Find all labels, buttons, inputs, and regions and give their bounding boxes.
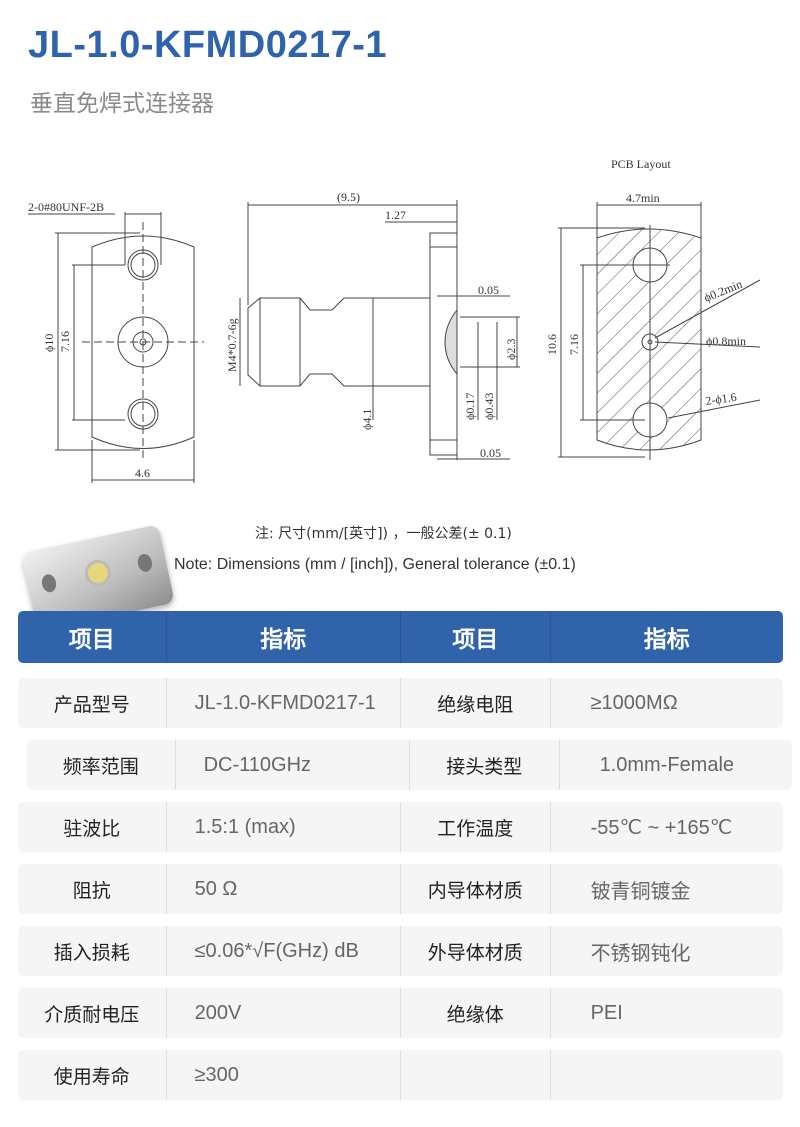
spec-name: 使用寿命 bbox=[18, 1050, 167, 1100]
gap-bottom-label: 0.05 bbox=[480, 446, 501, 460]
front-dia-label: ϕ10 bbox=[42, 334, 56, 352]
spec-value: 铍青铜镀金 bbox=[590, 880, 691, 903]
pcb-layout-view: PCB Layout 4.7min 10.6 7.16 ϕ0.2min ϕ0.8… bbox=[545, 157, 761, 460]
header-item: 项目 bbox=[401, 611, 551, 663]
spec-name: 阻抗 bbox=[18, 864, 167, 914]
table-row: 使用寿命≥300 bbox=[18, 1050, 783, 1100]
spec-table-header: 项目 指标 项目 指标 bbox=[18, 611, 783, 663]
spec-value: JL-1.0-KFMD0217-1 bbox=[167, 678, 401, 728]
note-chinese: 注: 尺寸(mm/[英寸]) ，一般公差(± 0.1) bbox=[255, 526, 512, 542]
spec-value: ≥1000MΩ bbox=[590, 691, 678, 714]
pcb-width-label: 4.7min bbox=[626, 191, 660, 205]
pin-dia2-label: ϕ0.43 bbox=[482, 393, 496, 420]
spec-value: 不锈钢钝化 bbox=[590, 942, 691, 965]
spec-value: 1.0mm-Female bbox=[599, 753, 735, 776]
gap-top-label: 0.05 bbox=[478, 283, 499, 297]
spec-name: 外导体材质 bbox=[401, 926, 551, 976]
spec-name bbox=[401, 1050, 551, 1100]
side-thread-label: M4*0.7-6g bbox=[225, 318, 239, 372]
insulator-dia-label: ϕ2.3 bbox=[504, 339, 518, 360]
thread-label: 2-0#80UNF-2B bbox=[28, 200, 104, 214]
spec-name: 绝缘体 bbox=[401, 988, 551, 1038]
front-pitch-label: 7.16 bbox=[58, 331, 72, 352]
body-dia-label: ϕ4.1 bbox=[360, 409, 374, 430]
spec-value: 50 Ω bbox=[167, 864, 401, 914]
front-view: 2-0#80UNF-2B ϕ10 7.16 4.6 bbox=[28, 200, 204, 483]
header-item: 项目 bbox=[18, 611, 167, 663]
spec-name: 插入损耗 bbox=[18, 926, 167, 976]
front-width-label: 4.6 bbox=[135, 466, 150, 480]
spec-name: 接头类型 bbox=[410, 740, 560, 790]
spec-value: ≤0.06*√F(GHz) dB bbox=[167, 926, 401, 976]
product-subtitle: 垂直免焊式连接器 bbox=[30, 91, 214, 117]
header-value: 指标 bbox=[643, 627, 690, 653]
spec-name: 内导体材质 bbox=[401, 864, 551, 914]
spec-name: 驻波比 bbox=[18, 802, 167, 852]
product-title: JL-1.0-KFMD0217-1 bbox=[28, 24, 388, 66]
flange-label: 1.27 bbox=[385, 208, 406, 222]
pcb-pitch-label: 7.16 bbox=[567, 334, 581, 355]
spec-value: 200V bbox=[167, 988, 401, 1038]
technical-drawing: 2-0#80UNF-2B ϕ10 7.16 4.6 (9.5) 1.27 M4*… bbox=[28, 157, 761, 483]
spec-value: 1.5:1 (max) bbox=[167, 802, 401, 852]
pin-dia-label: ϕ0.17 bbox=[463, 393, 477, 420]
length-label: (9.5) bbox=[337, 190, 360, 204]
spec-value: PEI bbox=[590, 1001, 623, 1024]
spec-value: ≥300 bbox=[167, 1050, 401, 1100]
pcb-height-label: 10.6 bbox=[545, 334, 559, 355]
spec-name: 频率范围 bbox=[27, 740, 176, 790]
pcb-layout-label: PCB Layout bbox=[611, 157, 671, 171]
side-view: (9.5) 1.27 M4*0.7-6g ϕ4.1 0.05 0.05 ϕ0.1… bbox=[225, 190, 520, 460]
spec-name: 介质耐电压 bbox=[18, 988, 167, 1038]
spec-name: 绝缘电阻 bbox=[401, 678, 551, 728]
holes-label: 2-ϕ1.6 bbox=[704, 390, 737, 408]
header-value: 指标 bbox=[167, 611, 401, 663]
spec-value bbox=[551, 1050, 783, 1100]
note-english: Note: Dimensions (mm / [inch]), General … bbox=[174, 556, 576, 573]
pad-label: ϕ0.8min bbox=[706, 334, 746, 348]
spec-name: 产品型号 bbox=[18, 678, 167, 728]
spec-name: 工作温度 bbox=[401, 802, 551, 852]
spec-value: DC-110GHz bbox=[176, 740, 410, 790]
spec-value: -55℃ ~ +165℃ bbox=[590, 816, 733, 839]
